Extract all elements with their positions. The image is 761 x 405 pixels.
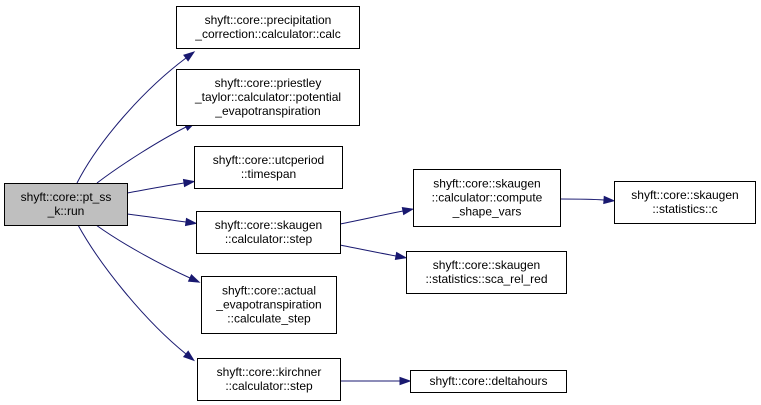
edge-line [95, 224, 191, 279]
node-box [194, 146, 343, 189]
node-label-line: ::statistics::sca_rel_red [425, 272, 547, 286]
node-label-line: _k::run [47, 204, 85, 218]
node-label-line: ::calculator::compute [432, 191, 543, 205]
arrowhead [401, 206, 415, 216]
edge-line [96, 126, 187, 184]
node-label-line: _shape_vars [452, 205, 522, 219]
node-label-line: shyft::core::skaugen [631, 188, 738, 202]
node-run[interactable]: shyft::core::pt_ss_k::run [4, 183, 128, 226]
edge-run-actual [95, 224, 201, 283]
node-delta[interactable]: shyft::core::deltahours [410, 370, 567, 393]
node-box [4, 183, 128, 226]
edge-compute-statc [559, 195, 616, 205]
node-utc[interactable]: shyft::core::utcperiod::timespan [194, 146, 343, 189]
node-label-line: shyft::core::precipitation [205, 13, 332, 27]
node-label-line: ::calculator::step [225, 379, 313, 393]
node-box [410, 370, 567, 393]
node-label-line: ::statistics::c [652, 202, 717, 216]
node-kirch[interactable]: shyft::core::kirchner::calculator::step [197, 358, 341, 401]
node-box [614, 181, 756, 224]
edge-line [339, 244, 397, 257]
node-scarel[interactable]: shyft::core::skaugen::statistics::sca_re… [406, 251, 567, 294]
edge-skstep-scarel [339, 244, 408, 261]
edge-skstep-compute [339, 206, 415, 225]
node-label-line: ::calculator::step [225, 232, 313, 246]
edge-kirch-delta [340, 376, 412, 386]
arrowhead [183, 51, 196, 62]
node-pt[interactable]: shyft::core::priestley_taylor::calculato… [176, 69, 360, 126]
node-label-line: shyft::core::pt_ss [21, 190, 112, 204]
node-label-line: _taylor::calculator::potential [194, 90, 341, 104]
nodes-layer: shyft::core::pt_ss_k::run shyft::core::pr… [4, 6, 756, 401]
node-label-line: _evapotranspiration [214, 104, 320, 118]
arrowhead [394, 251, 408, 261]
edge-line [559, 198, 605, 201]
node-label-line: shyft::core::skaugen [433, 258, 540, 272]
node-box [176, 69, 360, 126]
node-box [413, 169, 561, 227]
arrowhead [184, 217, 198, 227]
edge-line [126, 182, 185, 194]
node-label-line: shyft::core::priestley [215, 76, 322, 90]
node-label-line: ::timespan [241, 167, 296, 181]
edges-layer [76, 51, 616, 386]
node-label-line: shyft::core::actual [222, 284, 316, 298]
node-statc[interactable]: shyft::core::skaugen::statistics::c [614, 181, 756, 224]
edge-line [76, 57, 187, 184]
node-label-line: _evapotranspiration [215, 298, 321, 312]
node-label-line: shyft::core::kirchner [217, 365, 322, 379]
edge-line [77, 224, 187, 355]
edge-run-kirch [77, 224, 195, 362]
node-skstep[interactable]: shyft::core::skaugen::calculator::step [196, 211, 341, 254]
node-label-line: ::calculate_step [227, 312, 311, 326]
node-actual[interactable]: shyft::core::actual_evapotranspiration::… [201, 276, 337, 334]
node-box [176, 6, 360, 49]
node-box [406, 251, 567, 294]
node-label-line: shyft::core::skaugen [215, 218, 322, 232]
arrowhead [399, 376, 412, 386]
node-box [201, 276, 337, 334]
edge-run-precip [76, 51, 196, 184]
edge-run-skstep [126, 213, 198, 227]
node-label-line: shyft::core::deltahours [429, 374, 547, 388]
node-label-line: _correction::calculator::calc [194, 27, 340, 41]
node-label-line: shyft::core::skaugen [433, 177, 540, 191]
edge-line [126, 213, 187, 223]
arrowhead [182, 178, 196, 188]
node-precip[interactable]: shyft::core::precipitation_correction::c… [176, 6, 360, 49]
node-label-line: shyft::core::utcperiod [213, 153, 324, 167]
edge-line [339, 210, 404, 225]
edge-run-utc [126, 178, 196, 194]
arrowhead [603, 195, 616, 205]
node-compute[interactable]: shyft::core::skaugen::calculator::comput… [413, 169, 561, 227]
arrowhead [182, 350, 195, 362]
node-box [196, 211, 341, 254]
node-box [197, 358, 341, 401]
arrowhead [187, 273, 201, 283]
